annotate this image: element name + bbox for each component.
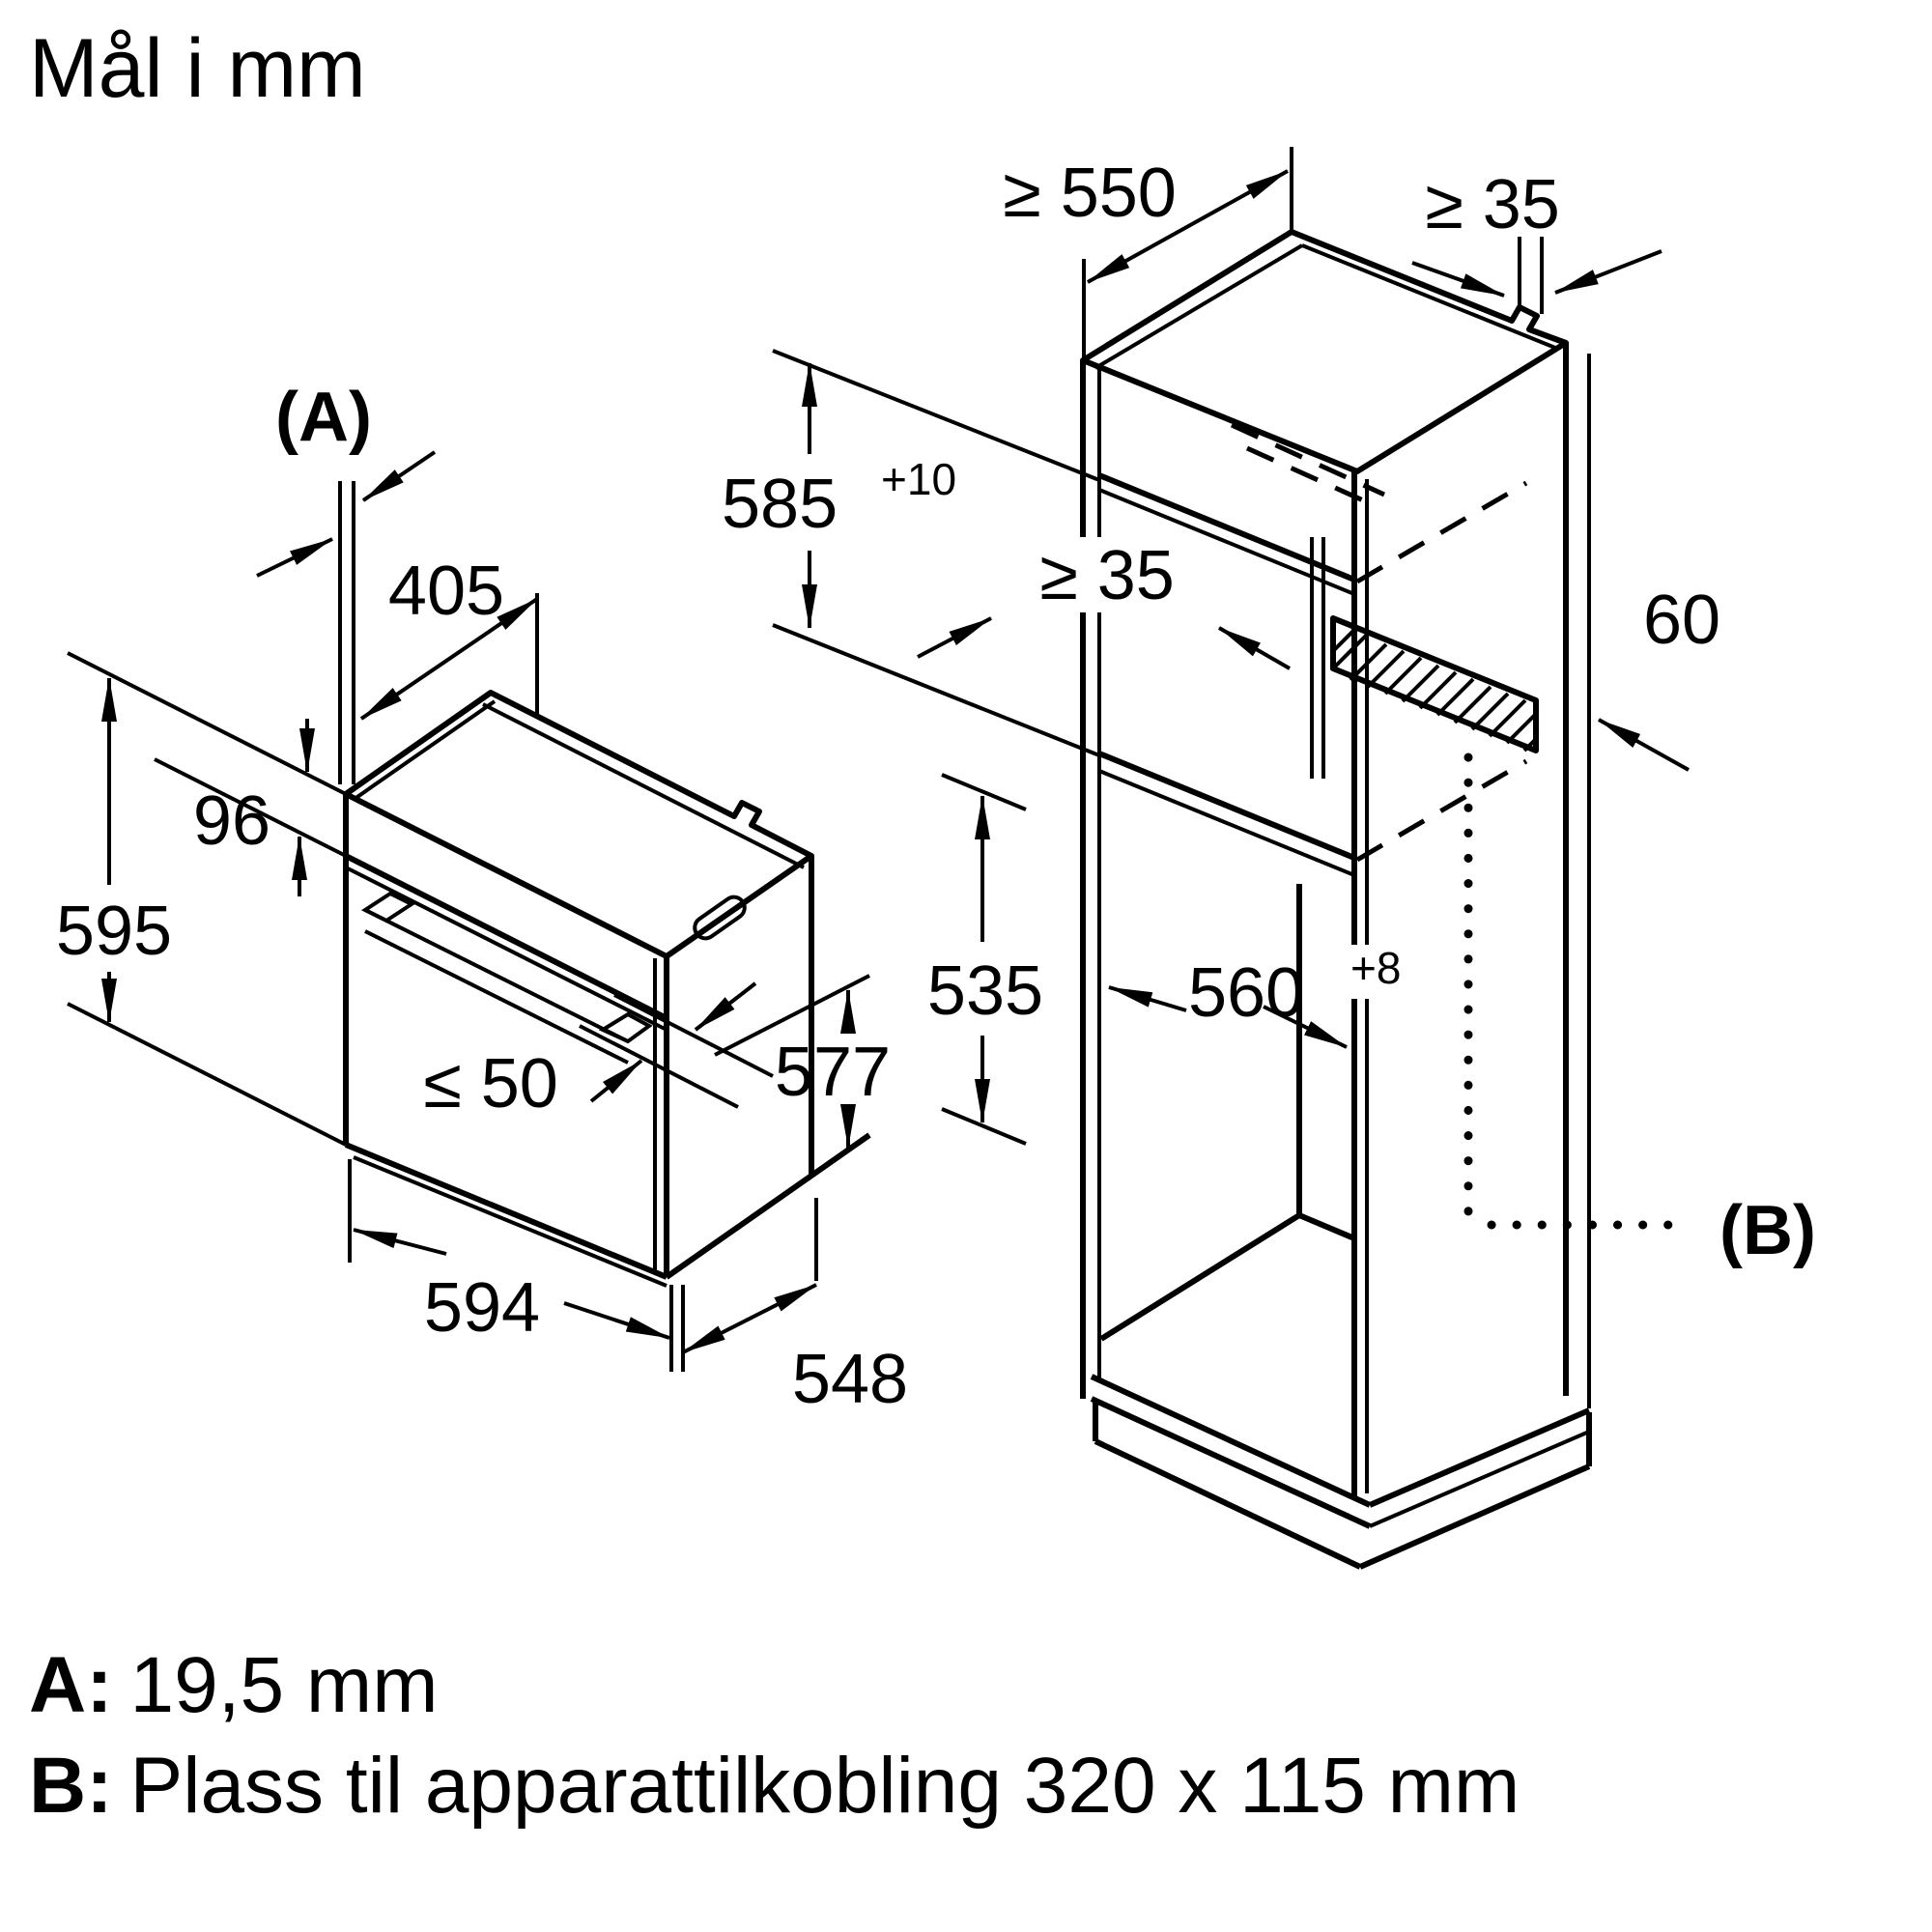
hidden-edge — [1245, 445, 1374, 507]
dim-96: 96 — [67, 651, 347, 896]
dim-60: 60 — [1598, 582, 1720, 772]
cabinet-lower-shelf-bottom — [1098, 769, 1355, 877]
page-title: Mål i mm — [29, 22, 366, 115]
dim-label-96: 96 — [193, 782, 270, 860]
cabinet-base — [1090, 1374, 1592, 1570]
hidden-edge — [1230, 422, 1386, 497]
handle-right-cap — [598, 1011, 653, 1044]
arrow — [1263, 1005, 1348, 1049]
dim-line — [359, 597, 539, 721]
ext-tick — [941, 1107, 1027, 1146]
oven-top-rim-left — [353, 699, 497, 801]
dim-405: 405 — [359, 553, 539, 721]
compartment-bottom-right-edge — [1297, 1212, 1356, 1241]
oven-top-face — [343, 690, 814, 959]
handle-left-cap — [360, 891, 416, 923]
dim-label-405: 405 — [388, 553, 504, 630]
cabinet-top-rim-left — [1094, 243, 1304, 370]
dim-line — [1087, 169, 1289, 284]
dim-ref-b: (B) — [1463, 753, 1816, 1269]
dim-594: 594 — [348, 1159, 685, 1372]
legend-value-a: 19,5 mm — [130, 1641, 439, 1729]
dim-ge550: ≥ 550 — [1003, 147, 1293, 359]
cabinet-top-rim-rear — [1301, 243, 1556, 350]
dim-label-560-tolerance: +8 — [1350, 943, 1401, 993]
dim-535: 535 — [927, 773, 1043, 1146]
arrow — [1598, 718, 1690, 772]
dim-le50: ≤ 50 — [423, 981, 774, 1122]
dim-label-ge550: ≥ 550 — [1003, 155, 1177, 232]
legend: A:19,5 mm B:Plass til apparattilkobling … — [29, 1641, 1520, 1830]
hidden-edge — [1355, 758, 1528, 863]
dim-label-a: (A) — [275, 379, 372, 456]
ext-line-bottom — [154, 757, 347, 858]
dim-line-right — [563, 1301, 670, 1340]
legend-key-a: A: — [29, 1641, 113, 1729]
cabinet-top-face — [1080, 229, 1569, 474]
arrow — [917, 616, 992, 659]
dim-line-left — [353, 1228, 447, 1256]
dim-label-b: (B) — [1719, 1192, 1816, 1269]
oven-vent-slot — [693, 895, 747, 941]
oven-drawing: (A) 405 96 595 — [56, 379, 908, 1418]
arrow — [1218, 626, 1291, 670]
dim-ge35-top: ≥ 35 — [1411, 166, 1662, 314]
dim-label-585-tolerance: +10 — [881, 454, 956, 504]
legend-value-b: Plass til apparattilkobling 320 x 115 mm — [130, 1742, 1520, 1830]
oven-door-handle — [360, 891, 653, 1065]
dim-label-le50: ≤ 50 — [423, 1045, 558, 1122]
dim-label-595: 595 — [56, 893, 172, 970]
dim-595: 595 — [56, 677, 347, 1147]
dim-line — [682, 1283, 817, 1354]
oven-door-top-gap-line — [345, 866, 668, 1032]
arrow — [361, 450, 437, 502]
arrow — [589, 1059, 643, 1103]
oven-door-bottom-edge — [344, 1142, 668, 1280]
dim-label-585: 585 — [722, 466, 838, 543]
oven-top-rim-rear — [482, 702, 805, 869]
dim-585: 585 +10 — [722, 349, 1100, 757]
dim-560: 560 +8 — [1108, 943, 1401, 1049]
oven-side-bottom-edge — [665, 1132, 871, 1280]
arrow — [1554, 249, 1662, 295]
dim-label-60: 60 — [1643, 582, 1720, 659]
oven-body-bottom-edge — [353, 1155, 668, 1288]
hidden-edge — [1355, 480, 1528, 584]
dim-label-548: 548 — [792, 1341, 908, 1418]
dim-label-594: 594 — [424, 1269, 540, 1347]
arrow — [1411, 261, 1505, 298]
connection-strip-hatched — [1330, 615, 1539, 753]
dim-577: 577 — [714, 974, 891, 1149]
legend-line-a: A:19,5 mm — [29, 1641, 439, 1729]
dim-label-535: 535 — [927, 952, 1043, 1030]
ext-line-bottom — [772, 623, 1100, 757]
plane-line — [613, 993, 774, 1078]
cabinet-lower-shelf-front — [1097, 751, 1356, 861]
compartment-bottom-rear-edge — [1099, 1212, 1301, 1342]
arrow — [694, 981, 757, 1032]
dim-label-ge35-mid: ≥ 35 — [1039, 537, 1175, 614]
dim-ref-a: (A) — [256, 379, 437, 784]
dim-ge35-mid: ≥ 35 — [917, 537, 1291, 670]
ext-line-top — [772, 349, 1100, 482]
legend-key-b: B: — [29, 1742, 113, 1830]
ext-tick — [941, 773, 1027, 811]
cabinet-drawing: ≥ 550 ≥ 35 585 +10 ≥ 35 — [722, 147, 1816, 1570]
ext-line-top — [714, 974, 870, 1057]
arrow — [1108, 985, 1187, 1012]
legend-line-b: B:Plass til apparattilkobling 320 x 115 … — [29, 1742, 1520, 1830]
dim-548: 548 — [682, 1198, 908, 1418]
oven-control-panel-bottom — [344, 853, 668, 1021]
plane-line — [579, 1024, 739, 1109]
arrow — [256, 537, 333, 578]
dim-label-577: 577 — [775, 1034, 891, 1111]
dim-label-ge35-top: ≥ 35 — [1425, 166, 1560, 243]
ext-line-bottom — [67, 1002, 347, 1147]
